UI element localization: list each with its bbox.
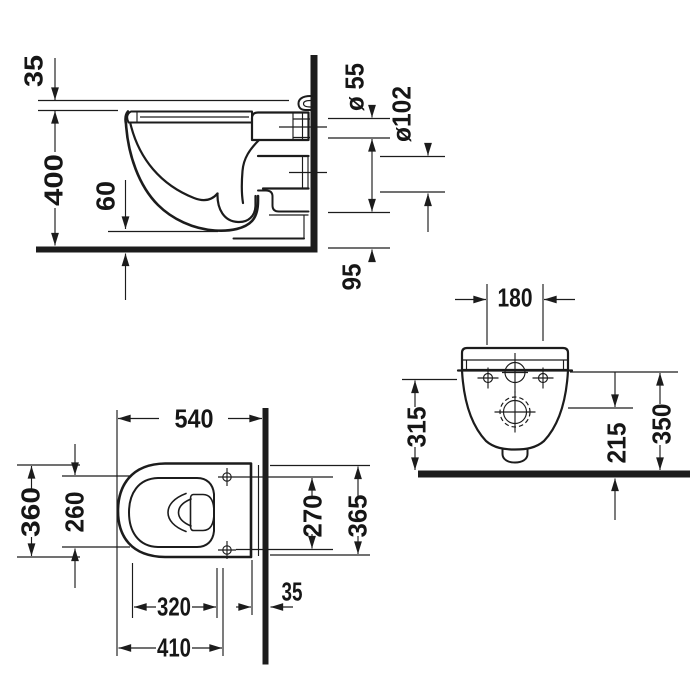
side-bracket-hook (297, 95, 312, 111)
side-bowl-outer-outline (124, 110, 260, 232)
plan-view: 540 360 260 270 365 35 320 410 (16, 404, 373, 665)
side-wall-bar (310, 55, 318, 253)
dim-label-outlet-bottom-height: 95 (337, 264, 367, 291)
dim-label-fixing-hole-height: 315 (402, 407, 432, 448)
plan-drain-d-shape (189, 493, 215, 532)
plan-fixing-hole-top-cross (218, 468, 236, 486)
front-view: 180 315 215 350 (402, 283, 690, 520)
front-fixing-hole-left-cross (477, 367, 499, 389)
dim-label-inlet-diameter: ø 55 (340, 63, 370, 111)
front-ledge-chamfers (465, 360, 565, 370)
front-drain-cross (494, 391, 536, 433)
side-bowl-inner-line (129, 122, 219, 202)
side-trap-outline (216, 192, 257, 224)
plan-bowl-inner-outline (128, 477, 215, 548)
dim-label-bottom-clearance: 60 (91, 181, 121, 211)
dim-label-top-offset: 35 (19, 55, 49, 87)
dim-label-outlet-center-height: 215 (602, 423, 632, 464)
dim-label-total-depth: 540 (175, 404, 214, 434)
side-bracket-hook-inner (302, 99, 311, 108)
dim-label-side-extent: 365 (343, 495, 373, 538)
front-fixing-hole-right-cross (532, 367, 554, 389)
side-bowl-back-curve (240, 138, 261, 205)
plan-wall-bar (262, 408, 269, 665)
side-shelf-step (257, 189, 310, 213)
front-ledge-outline (460, 346, 570, 372)
dim-label-hole-pitch: 270 (298, 495, 328, 538)
plan-fixing-hole-bottom-cross (218, 541, 236, 559)
dim-label-wall-gap: 35 (282, 577, 303, 607)
plan-drain-arc-inner (177, 498, 192, 527)
side-seat-profile (126, 110, 253, 124)
dim-label-body-height: 350 (647, 404, 677, 445)
front-supply-hole-cross (502, 353, 528, 393)
front-outlet-bulge (501, 448, 529, 464)
side-floor-bar (36, 246, 318, 253)
front-floor-bar (418, 470, 690, 478)
dim-label-inner-width: 260 (60, 492, 90, 533)
dim-label-outer-width: 360 (16, 487, 46, 537)
plan-drain-arc-outer (167, 492, 187, 533)
front-bowl-outline (460, 369, 570, 451)
dim-label-outlet-diameter: ø102 (387, 86, 417, 142)
plan-bowl-outer-outline (116, 462, 253, 559)
side-flush-block (250, 111, 310, 142)
dim-label-rim-height: 400 (39, 154, 69, 206)
dim-label-hole-depth: 320 (157, 592, 191, 622)
dim-label-seat-depth: 410 (157, 633, 191, 663)
side-view: 35 400 60 ø 55 ø102 95 (19, 55, 445, 300)
dim-label-fixing-hole-spacing: 180 (498, 283, 533, 313)
